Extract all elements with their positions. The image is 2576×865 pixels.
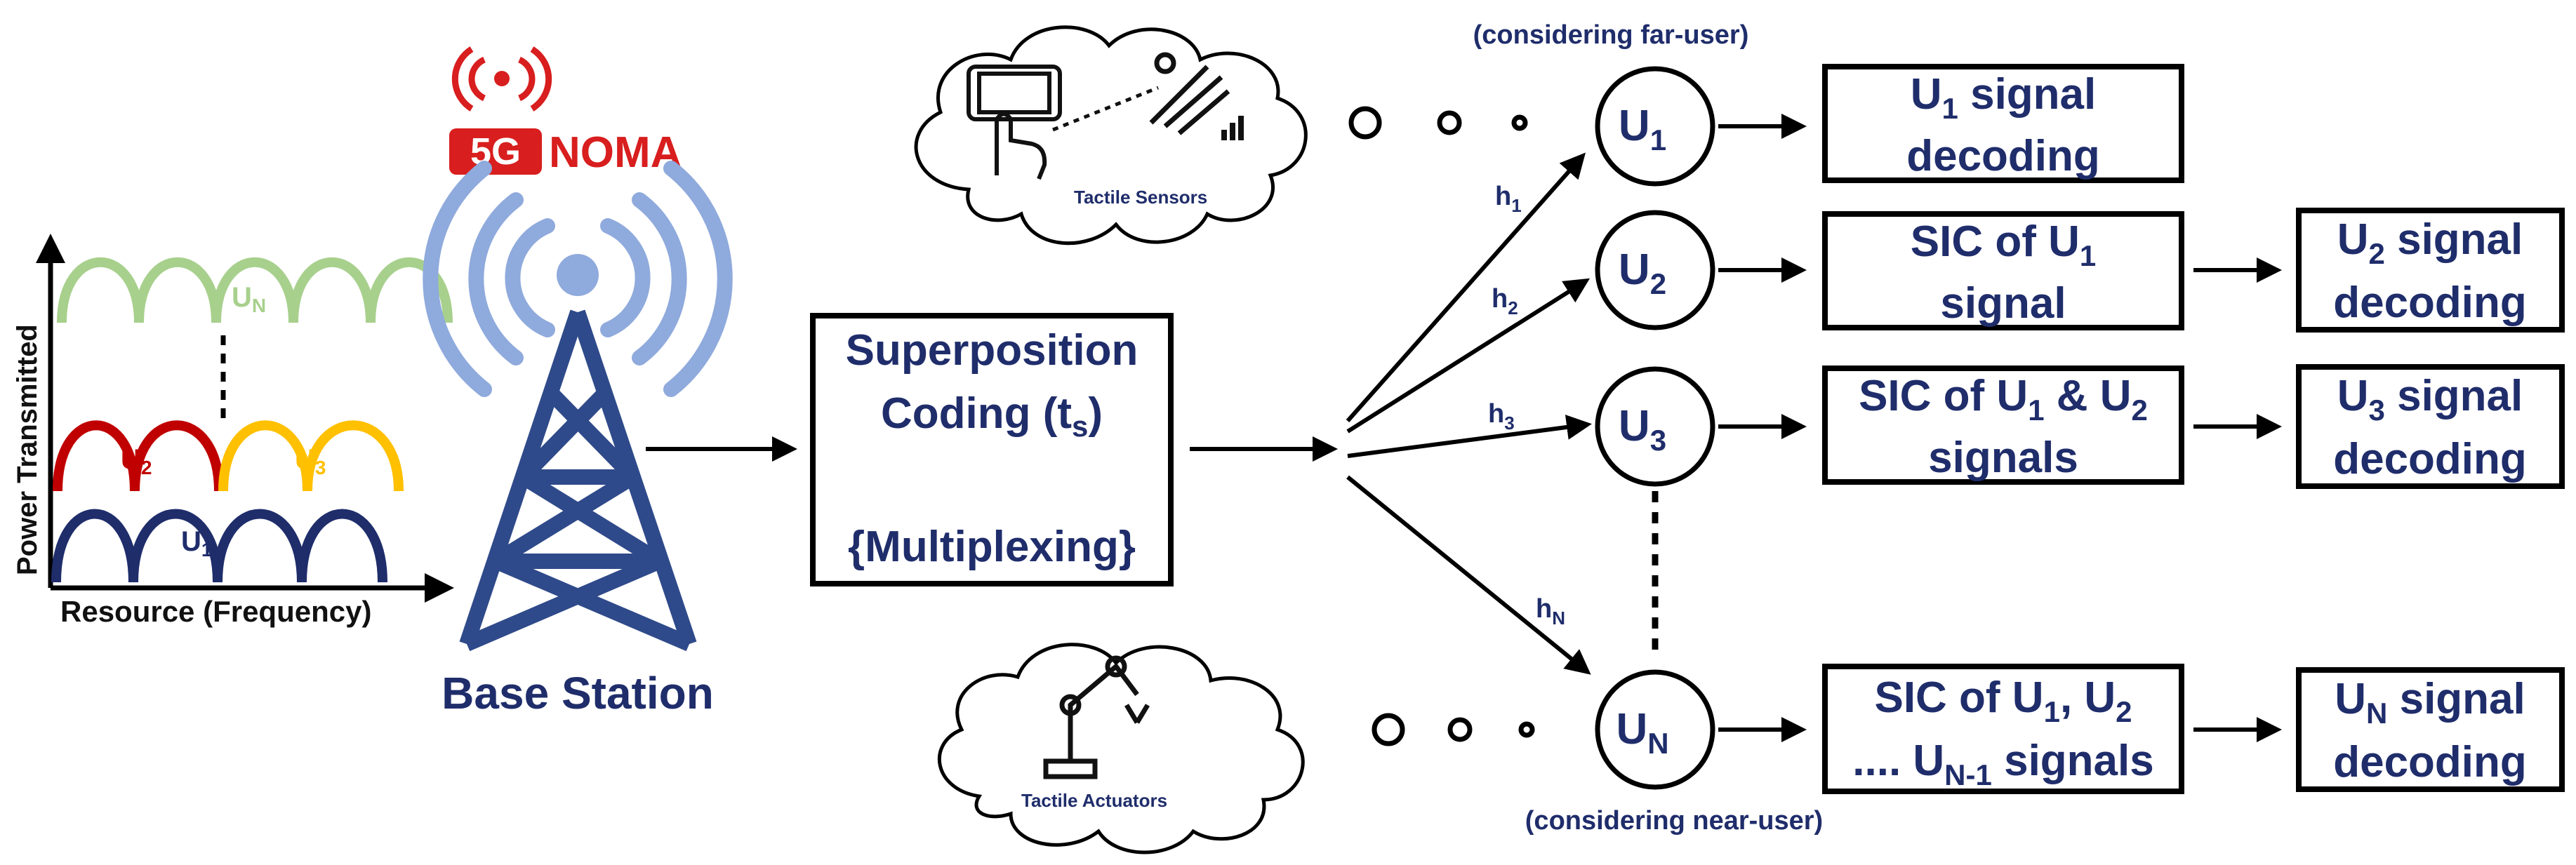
tactile-actuators-label: Tactile Actuators: [1021, 790, 1167, 811]
channel-label-h2: h2: [1492, 284, 1518, 318]
robotic-hand-icon: [1149, 52, 1230, 135]
tactile-actuators-cloud: Tactile Actuators: [937, 643, 1305, 854]
channel-arrow-n: [1346, 475, 1591, 675]
channel-label-h1: h1: [1495, 182, 1522, 216]
channel-arrow-3: [1347, 415, 1592, 458]
5g-badge: [449, 128, 542, 175]
svg-text:U1: U1: [1619, 102, 1666, 156]
svg-text:decoding: decoding: [2333, 279, 2527, 327]
svg-text:U3: U3: [1619, 402, 1666, 457]
u1-subcarrier-arcs: [51, 509, 387, 583]
5g-noma-logo: 5G NOMA: [449, 46, 682, 177]
un-subcarrier-arcs: [57, 257, 453, 323]
user-node-u3: U3: [1595, 366, 1715, 487]
svg-text:SIC of U1: SIC of U1: [1911, 217, 2096, 272]
tactile-sensors-label: Tactile Sensors: [1074, 187, 1207, 208]
svg-text:decoding: decoding: [2333, 435, 2527, 483]
svg-text:U2 signal: U2 signal: [2337, 215, 2523, 270]
base-station-label: Base Station: [441, 668, 714, 718]
tower-frame: [459, 309, 697, 652]
superposition-line1: Superposition: [846, 326, 1138, 375]
signal-dot-icon: [494, 71, 510, 86]
touchscreen-hand-icon: [967, 65, 1062, 180]
bar-chart-mini-icon: [1221, 116, 1244, 140]
far-user-note: (considering far-user): [1473, 20, 1749, 50]
user-node-u2: U2: [1595, 210, 1715, 330]
x-axis-label: Resource (Frequency): [60, 595, 371, 628]
channel-label-h3: h3: [1488, 399, 1515, 434]
near-user-note: (considering near-user): [1525, 806, 1823, 836]
user-node-un: UN: [1595, 669, 1715, 790]
svg-text:decoding: decoding: [1906, 132, 2100, 180]
svg-text:U3 signal: U3 signal: [2337, 372, 2523, 427]
sensor-link-line: [1052, 86, 1159, 132]
channel-arrow-2: [1346, 278, 1591, 434]
channel-arrow-1: [1346, 152, 1586, 422]
superposition-coding-box: Superposition Coding (ts) {Multiplexing}: [810, 313, 1174, 586]
u1-plot-label: U1: [181, 526, 212, 561]
power-frequency-plot: UN U2 U3 U1 Power Transmitted Resource (…: [12, 234, 454, 628]
u2-plot-label: U2: [121, 444, 152, 478]
tactile-sensors-cloud: Tactile Sensors: [914, 25, 1308, 246]
noma-text: NOMA: [549, 128, 682, 177]
superposition-line3: {Multiplexing}: [848, 523, 1136, 571]
svg-text:U1 signal: U1 signal: [1911, 70, 2097, 125]
channel-label-hn: hN: [1536, 594, 1565, 629]
u1-decoding-box: U1 signal decoding: [1822, 64, 2184, 183]
un-decoding-box: UN signal decoding: [2296, 667, 2565, 792]
sic-u3-box: SIC of U1 & U2 signals: [1822, 366, 2184, 485]
svg-text:.... UN-1 signals: .... UN-1 signals: [1852, 737, 2153, 791]
channel-arrows: [1346, 152, 1592, 675]
tower-antenna-dot: [557, 254, 599, 296]
svg-text:decoding: decoding: [2333, 738, 2527, 786]
svg-text:UN: UN: [1616, 705, 1668, 760]
un-plot-label: UN: [232, 282, 266, 316]
svg-text:signal: signal: [1940, 279, 2066, 328]
svg-text:SIC of U1 & U2: SIC of U1 & U2: [1859, 372, 2148, 427]
sic-un-box: SIC of U1, U2 .... UN-1 signals: [1822, 664, 2184, 794]
y-axis-label: Power Transmitted: [12, 324, 43, 575]
u3-plot-label: U3: [295, 444, 326, 478]
ellipsis-bottom: [1372, 713, 1535, 746]
wireless-signal-icon: [451, 46, 552, 112]
u3-decoding-box: U3 signal decoding: [2296, 364, 2565, 489]
ellipsis-top: [1348, 106, 1528, 140]
u3-subcarrier-arcs: [218, 420, 404, 492]
svg-text:U2: U2: [1619, 246, 1666, 300]
user-node-u1: U1: [1595, 66, 1715, 187]
robot-arm-icon: [1043, 655, 1150, 779]
u2-decoding-box: U2 signal decoding: [2296, 208, 2565, 333]
base-station-tower-icon: Base Station: [423, 161, 733, 718]
u2-subcarrier-arcs: [53, 420, 224, 492]
svg-text:UN signal: UN signal: [2335, 675, 2525, 730]
superposition-line2: Coding (ts): [881, 389, 1103, 443]
sic-u2-box: SIC of U1 signal: [1822, 211, 2184, 330]
svg-text:SIC of U1, U2: SIC of U1, U2: [1874, 673, 2132, 728]
svg-text:signals: signals: [1928, 434, 2078, 482]
tower-signal-waves: [423, 161, 733, 397]
